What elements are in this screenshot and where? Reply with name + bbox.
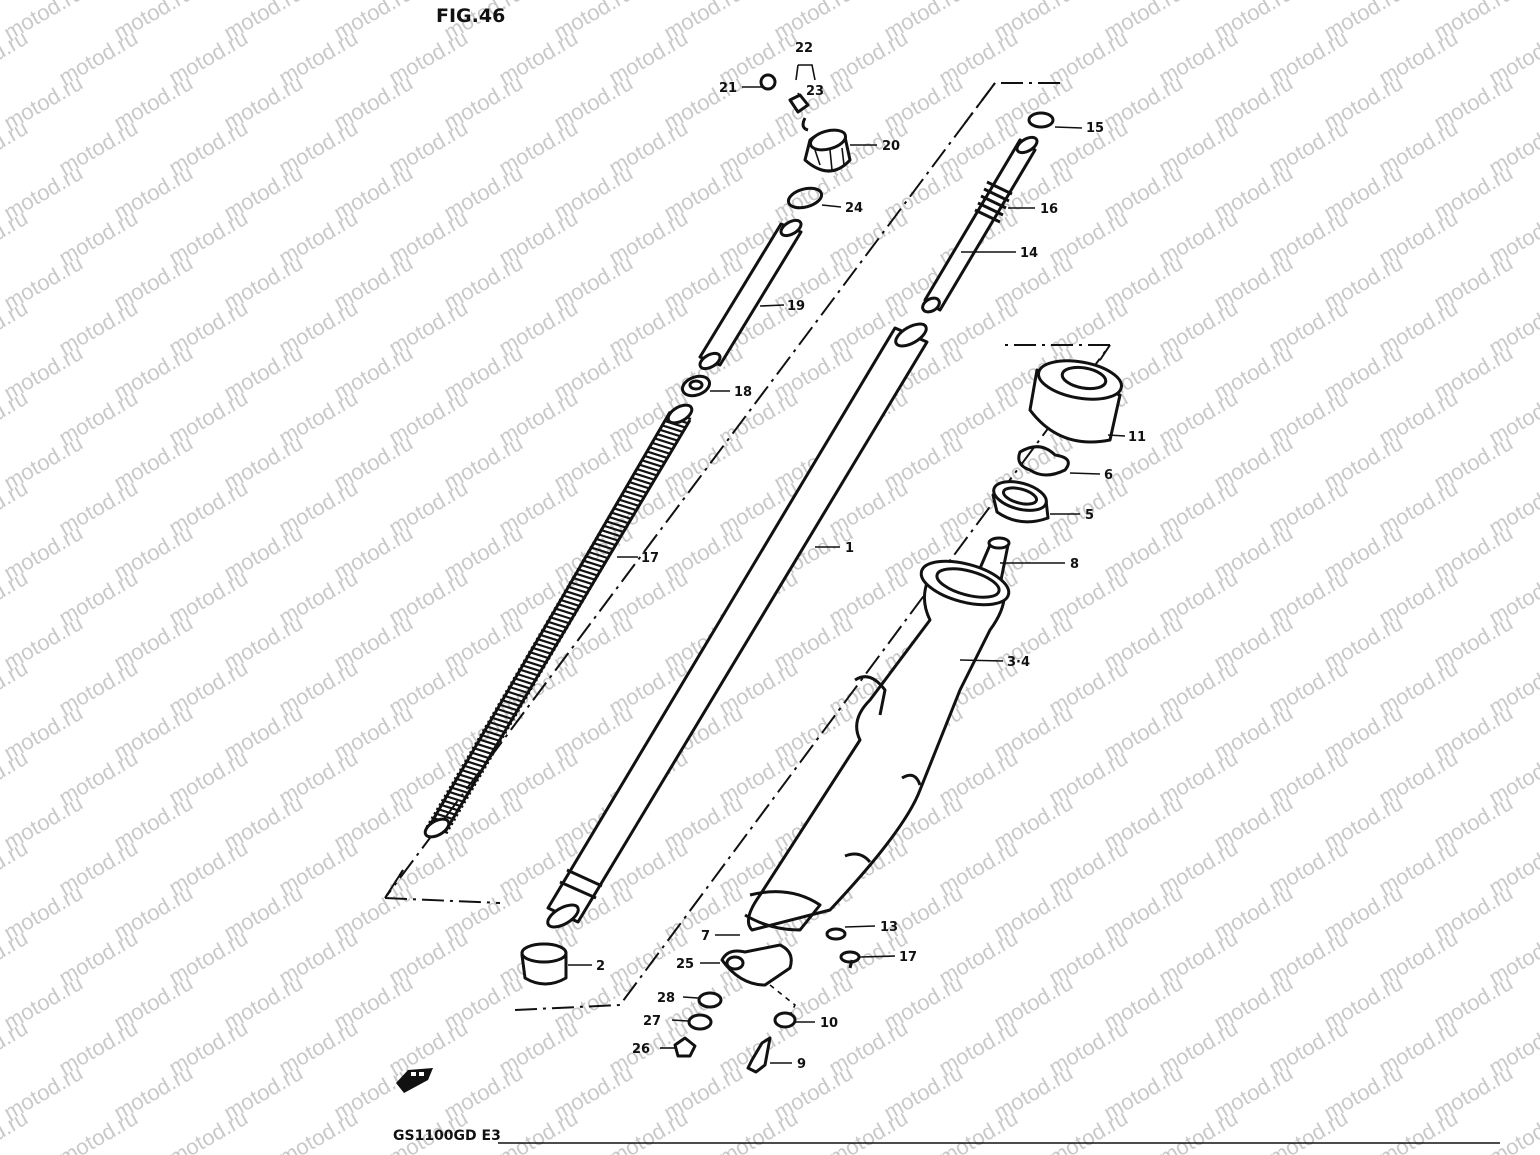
leader-lines xyxy=(568,86,1126,1064)
callout-20: 20 xyxy=(882,139,900,154)
stopper-ring xyxy=(1017,445,1070,477)
outer-tube xyxy=(744,559,1011,932)
bolt-17 xyxy=(839,950,861,969)
damper-rod xyxy=(921,135,1039,314)
callout-5: 5 xyxy=(1085,508,1094,523)
axle-holder xyxy=(720,943,793,987)
washer-13 xyxy=(825,927,847,941)
model-code: GS1100GD E3 xyxy=(393,1128,501,1144)
callout-3-4: 3·4 xyxy=(1007,655,1030,670)
callout-1: 1 xyxy=(845,541,854,556)
air-valve-parts xyxy=(759,64,816,132)
callout-13: 13 xyxy=(880,920,898,935)
piston-ring xyxy=(1027,111,1055,129)
callout-21: 21 xyxy=(719,81,737,96)
callout-19: 19 xyxy=(787,299,805,314)
callout-17-spring: 17 xyxy=(641,551,659,566)
o-ring xyxy=(786,186,824,210)
washer-10 xyxy=(773,1011,797,1029)
spacer-tube xyxy=(698,218,803,371)
callout-16: 16 xyxy=(1040,202,1058,217)
cap-bolt xyxy=(803,128,852,173)
callout-18: 18 xyxy=(734,385,752,400)
slide-bushing xyxy=(520,942,568,986)
callout-6: 6 xyxy=(1104,468,1113,483)
callout-27: 27 xyxy=(643,1014,661,1029)
guide-line xyxy=(769,984,797,1016)
oil-seal xyxy=(991,480,1050,524)
assembly-boundary-inner xyxy=(384,82,1111,1011)
washer-27 xyxy=(687,1013,713,1031)
callout-25: 25 xyxy=(676,957,694,972)
callout-17-bolt: 17 xyxy=(899,950,917,965)
nut-26 xyxy=(673,1036,697,1058)
assembly-boundary-spring xyxy=(384,82,996,899)
fork-spring xyxy=(423,403,694,839)
spring-seat xyxy=(680,374,712,398)
callout-10: 10 xyxy=(820,1016,838,1031)
callout-23: 23 xyxy=(806,84,824,99)
callout-24: 24 xyxy=(845,201,863,216)
figure-title: FIG.46 xyxy=(436,5,505,27)
inner-tube xyxy=(546,322,929,929)
bolt-9 xyxy=(746,1036,772,1074)
callout-2: 2 xyxy=(596,959,605,974)
callout-14: 14 xyxy=(1020,246,1038,261)
callout-7: 7 xyxy=(701,929,710,944)
callout-11: 11 xyxy=(1128,430,1146,445)
callout-labels: 22 21 23 20 24 15 16 14 19 18 17 1 11 6 … xyxy=(596,41,1146,1072)
dust-boot xyxy=(1028,359,1123,444)
callout-26: 26 xyxy=(632,1042,650,1057)
callout-15: 15 xyxy=(1086,121,1104,136)
front-arrow-icon xyxy=(396,1068,433,1093)
washer-28 xyxy=(697,991,723,1009)
callout-28: 28 xyxy=(657,991,675,1006)
callout-9: 9 xyxy=(797,1057,806,1072)
callout-22: 22 xyxy=(795,41,813,56)
callout-8: 8 xyxy=(1070,557,1079,572)
